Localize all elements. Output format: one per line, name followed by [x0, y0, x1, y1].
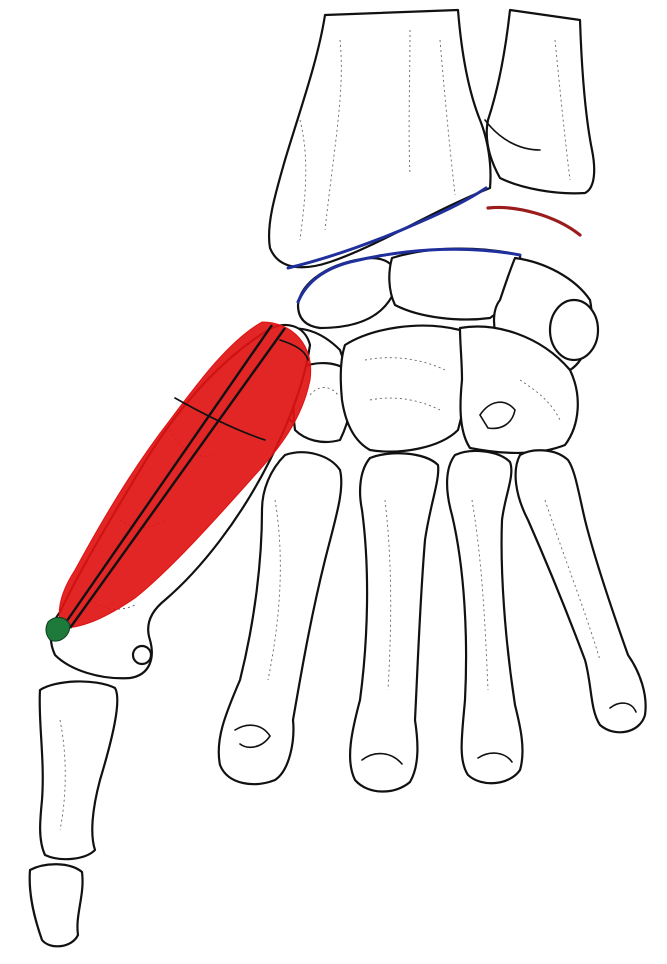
ulna-bone: [487, 10, 594, 193]
metacarpal-ring: [447, 451, 522, 783]
ulnar-joint-line-dark-red: [488, 207, 580, 235]
metacarpal-middle: [350, 453, 438, 791]
scaphoid-bone: [298, 258, 396, 328]
metacarpal-little: [516, 450, 646, 732]
pisiform-bone: [550, 300, 598, 360]
distal-phalanx-thumb: [30, 864, 83, 946]
radius-bone: [269, 10, 490, 267]
capitate-bone: [341, 326, 467, 452]
proximal-phalanx-thumb: [40, 681, 118, 859]
